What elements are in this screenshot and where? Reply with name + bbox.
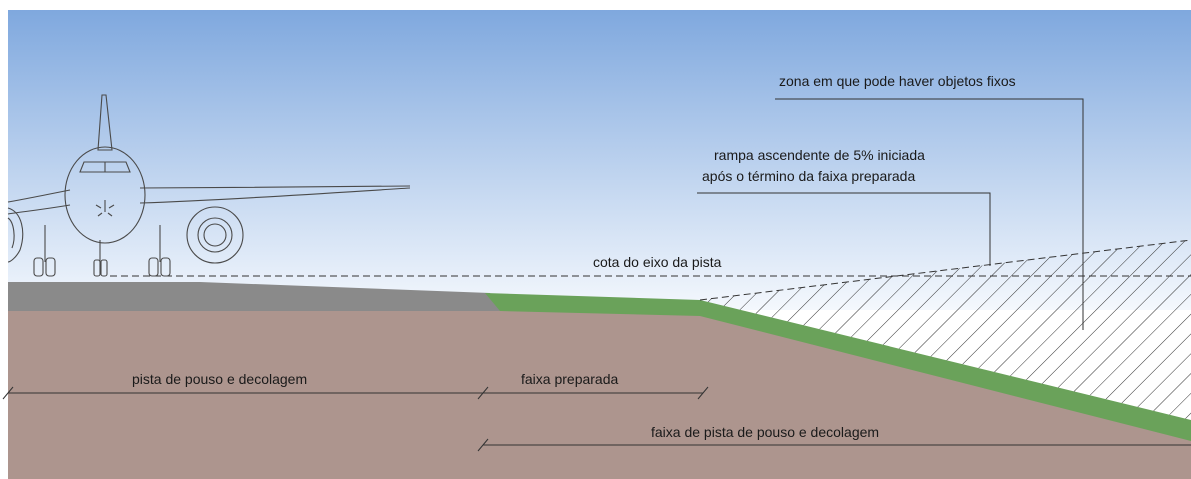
runway-label: pista de pouso e decolagem (132, 371, 307, 387)
ramp-leader-line (697, 192, 991, 266)
ramp-label-line2: após o término da faixa preparada (702, 168, 915, 184)
fixed-objects-leader-line (775, 98, 1084, 330)
prepared-strip-dimension-line (483, 386, 709, 400)
ramp-label-line1: rampa ascendente de 5% iniciada (714, 147, 925, 163)
soil-ground (8, 302, 1191, 479)
runway-strip-dimension-line (477, 438, 1191, 452)
grass-strip (485, 293, 1191, 441)
runway-axis-level-label: cota do eixo da pista (593, 254, 722, 270)
prepared-strip-label: faixa preparada (521, 371, 619, 387)
aircraft-front-view-icon (7, 94, 411, 277)
runway-pavement (8, 282, 500, 311)
fixed-objects-zone-label: zona em que pode haver objetos fixos (779, 73, 1016, 89)
ramp-5pct-line (699, 239, 1191, 301)
runway-strip-label: faixa de pista de pouso e decolagem (651, 424, 879, 440)
sky-background (8, 10, 1191, 310)
